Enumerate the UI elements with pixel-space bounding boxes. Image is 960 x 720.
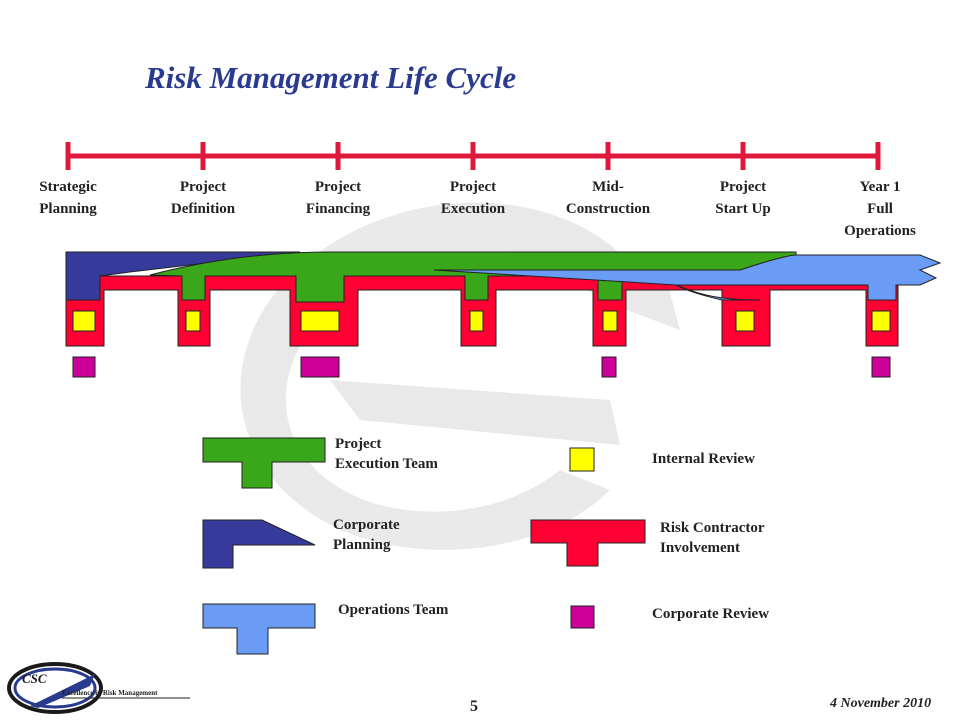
logo-text: CSC xyxy=(22,671,47,686)
legend-swatch-risk-contractor xyxy=(530,519,646,567)
phase-label: Project Execution xyxy=(440,179,506,217)
page-number: 5 xyxy=(470,698,478,715)
internal-review-marker xyxy=(185,310,201,332)
csc-logo-icon xyxy=(7,662,103,714)
internal-review-markers xyxy=(72,310,891,332)
legend-swatch-operations-team xyxy=(202,603,316,655)
phase-label: Year 1 Full Operations xyxy=(844,179,916,239)
footer-tagline: Excellence in Risk Management xyxy=(62,689,158,697)
internal-review-marker xyxy=(469,310,484,332)
legend-label-operations-team: Operations Team xyxy=(338,602,449,618)
internal-review-marker xyxy=(735,310,755,332)
legend-label-internal-review: Internal Review xyxy=(652,451,755,467)
operations-team-band xyxy=(433,254,942,301)
corporate-review-markers xyxy=(72,356,891,378)
legend-label-corporate-review: Corporate Review xyxy=(652,606,770,622)
phase-label: Strategic Planning xyxy=(39,179,97,217)
legend-swatch-project-execution xyxy=(202,437,326,489)
corporate-review-marker xyxy=(72,356,96,378)
corporate-review-marker xyxy=(601,356,617,378)
internal-review-marker xyxy=(602,310,618,332)
corporate-review-marker xyxy=(300,356,340,378)
legend-swatch-corporate-review xyxy=(570,605,595,629)
legend-label-corporate-planning: Corporate Planning xyxy=(333,517,400,553)
corporate-review-marker xyxy=(871,356,891,378)
page-title: Risk Management Life Cycle xyxy=(145,60,517,95)
corporate-planning-band xyxy=(65,251,301,301)
legend-swatch-corporate-planning xyxy=(202,519,316,569)
phase-label: Project Financing xyxy=(305,179,371,217)
legend-label-risk-contractor: Risk Contractor Involvement xyxy=(660,520,765,556)
phase-label: Project Definition xyxy=(170,179,236,217)
internal-review-marker xyxy=(300,310,340,332)
timeline xyxy=(65,142,881,170)
legend-label-project-execution: Project Execution Team xyxy=(335,436,438,472)
internal-review-marker xyxy=(72,310,96,332)
footer-date: 4 November 2010 xyxy=(830,696,932,711)
phase-label: Project Start Up xyxy=(715,179,771,217)
legend-swatch-internal-review xyxy=(569,447,595,472)
phase-label: Mid- Construction xyxy=(565,179,651,217)
internal-review-marker xyxy=(871,310,891,332)
